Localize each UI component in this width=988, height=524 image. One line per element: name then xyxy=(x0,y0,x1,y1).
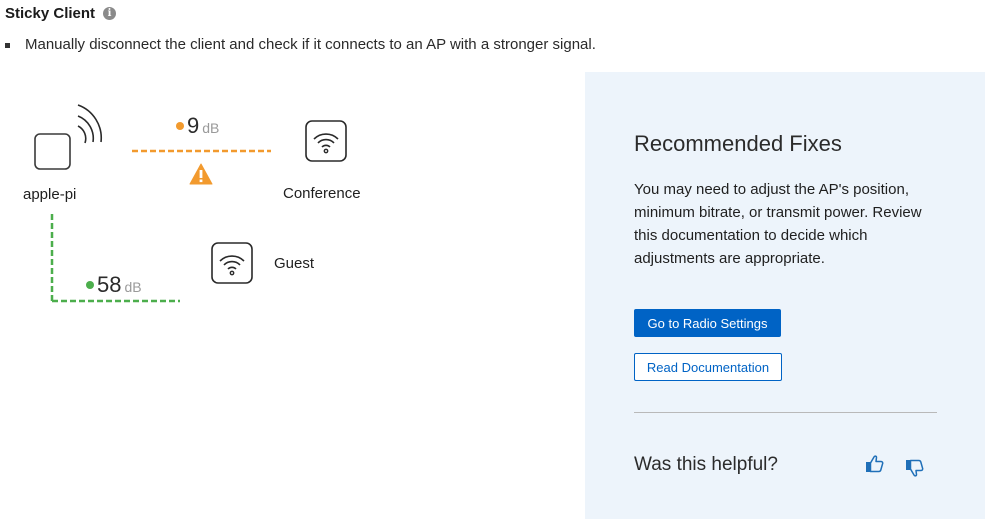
recommended-fixes-description: You may need to adjust the AP's position… xyxy=(634,181,922,267)
conference-signal-value: 9 xyxy=(187,113,200,138)
recommended-fixes-title: Recommended Fixes xyxy=(634,131,842,156)
feedback-prompt: Was this helpful? xyxy=(634,454,778,475)
ap-name-guest: Guest xyxy=(274,255,315,272)
read-documentation-button[interactable]: Read Documentation xyxy=(634,353,782,381)
bullet-icon xyxy=(5,42,10,48)
thumbs-up-icon[interactable] xyxy=(865,454,885,474)
thumbs-down-icon[interactable] xyxy=(905,458,925,478)
client-name: apple-pi xyxy=(23,186,77,203)
go-to-radio-settings-button[interactable]: Go to Radio Settings xyxy=(634,309,781,337)
guest-signal-value: 58 xyxy=(97,272,122,297)
wifi-ap-icon[interactable] xyxy=(211,242,253,284)
guest-signal-unit: dB xyxy=(124,279,142,295)
warning-triangle-icon xyxy=(189,163,213,185)
instruction-item: Manually disconnect the client and check… xyxy=(5,36,596,53)
divider xyxy=(634,412,937,413)
guest-signal: 58 dB xyxy=(86,272,142,298)
recommended-fixes-panel xyxy=(585,72,985,519)
info-icon[interactable]: i xyxy=(103,7,117,20)
connection-lines xyxy=(50,149,271,303)
instruction-text: Manually disconnect the client and check… xyxy=(25,36,596,53)
section-title-text: Sticky Client xyxy=(5,5,96,22)
connection-diagram xyxy=(0,80,570,320)
conference-signal: 9 dB xyxy=(176,113,219,139)
wifi-ap-icon[interactable] xyxy=(305,120,347,162)
conference-signal-unit: dB xyxy=(202,120,220,136)
section-title: Sticky Client i xyxy=(5,5,117,22)
good-status-dot xyxy=(86,281,94,289)
warning-status-dot xyxy=(176,122,184,130)
ap-name-conference: Conference xyxy=(283,185,361,202)
client-device-wifi-icon[interactable] xyxy=(28,98,104,174)
